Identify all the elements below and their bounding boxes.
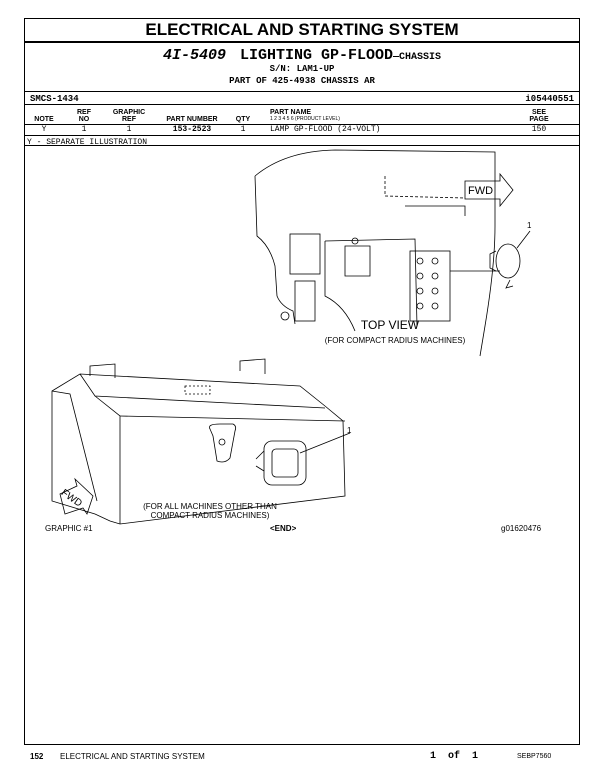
header-page: PAGE xyxy=(529,116,549,123)
row-qty: 1 xyxy=(240,125,246,134)
fwd-arrow-bottom xyxy=(59,477,94,515)
page-frame: ELECTRICAL AND STARTING SYSTEM 4I-5409 LI… xyxy=(24,18,580,745)
header-note: NOTE xyxy=(34,116,54,123)
row-part-number[interactable]: 153-2523 xyxy=(172,125,212,134)
divider xyxy=(25,91,579,92)
flood-lamp-top xyxy=(495,243,521,279)
bottom-note-line1: (FOR ALL MACHINES OTHER THAN xyxy=(143,502,277,511)
header-part-name: PART NAME xyxy=(270,109,312,116)
callout-bottom: 1 xyxy=(347,426,352,435)
divider xyxy=(25,124,579,125)
flood-lamp-bottom xyxy=(263,440,307,486)
parts-illustration xyxy=(51,149,531,525)
row-note: Y xyxy=(41,125,47,134)
header-no: NO xyxy=(78,116,90,123)
group-code: 4I-5409 xyxy=(162,47,226,64)
divider xyxy=(25,145,579,146)
footer-page-of: 1 of 1 xyxy=(430,751,479,762)
bottom-note-line2: COMPACT RADIUS MACHINES) xyxy=(150,511,270,520)
top-view-frame xyxy=(254,149,496,357)
graphic-id: g01620476 xyxy=(501,524,542,533)
row-ref-no: 1 xyxy=(81,125,87,134)
group-name: LIGHTING GP-FLOOD xyxy=(239,47,394,64)
footer-section: ELECTRICAL AND STARTING SYSTEM xyxy=(60,752,205,761)
section-title: ELECTRICAL AND STARTING SYSTEM xyxy=(25,19,579,43)
callout-top: 1 xyxy=(527,221,532,230)
group-suffix: —CHASSIS xyxy=(393,52,442,63)
machine-box xyxy=(51,373,346,525)
header-part-number: PART NUMBER xyxy=(166,116,218,123)
illustration-ref: i05440551 xyxy=(525,94,574,104)
group-title: 4I-5409 LIGHTING GP-FLOOD—CHASSIS xyxy=(25,46,579,64)
header-graphic-ref: REF xyxy=(122,116,136,123)
top-view-note: (FOR COMPACT RADIUS MACHINES) xyxy=(324,336,466,345)
fwd-label-top: FWD xyxy=(468,185,494,197)
header-ref: REF xyxy=(77,109,91,116)
header-product-level: 1 2 3 4 5 6 (PRODUCT LEVEL) xyxy=(270,116,340,122)
serial-range: S/N: LAM1-UP xyxy=(269,64,335,74)
row-part-name: LAMP GP-FLOOD (24-VOLT) xyxy=(270,125,381,134)
end-label: <END> xyxy=(270,524,297,533)
footer-page-number: 152 xyxy=(30,752,44,761)
fwd-arrow-top xyxy=(464,172,514,208)
row-graphic-ref: 1 xyxy=(126,125,132,134)
note-legend: Y - SEPARATE ILLUSTRATION xyxy=(27,138,148,147)
header-see: SEE xyxy=(531,109,546,116)
header-graphic: GRAPHIC xyxy=(112,109,146,116)
smcs-code: SMCS-1434 xyxy=(30,94,79,104)
header-qty: QTY xyxy=(235,116,251,123)
row-see-page[interactable]: 150 xyxy=(531,125,547,134)
part-of: PART OF 425-4938 CHASSIS AR xyxy=(229,76,375,86)
divider xyxy=(25,135,579,136)
top-view-label: TOP VIEW xyxy=(360,318,420,332)
graphic-label: GRAPHIC #1 xyxy=(45,524,93,533)
footer-doc-number: SEBP7560 xyxy=(517,753,552,760)
divider xyxy=(25,104,579,105)
